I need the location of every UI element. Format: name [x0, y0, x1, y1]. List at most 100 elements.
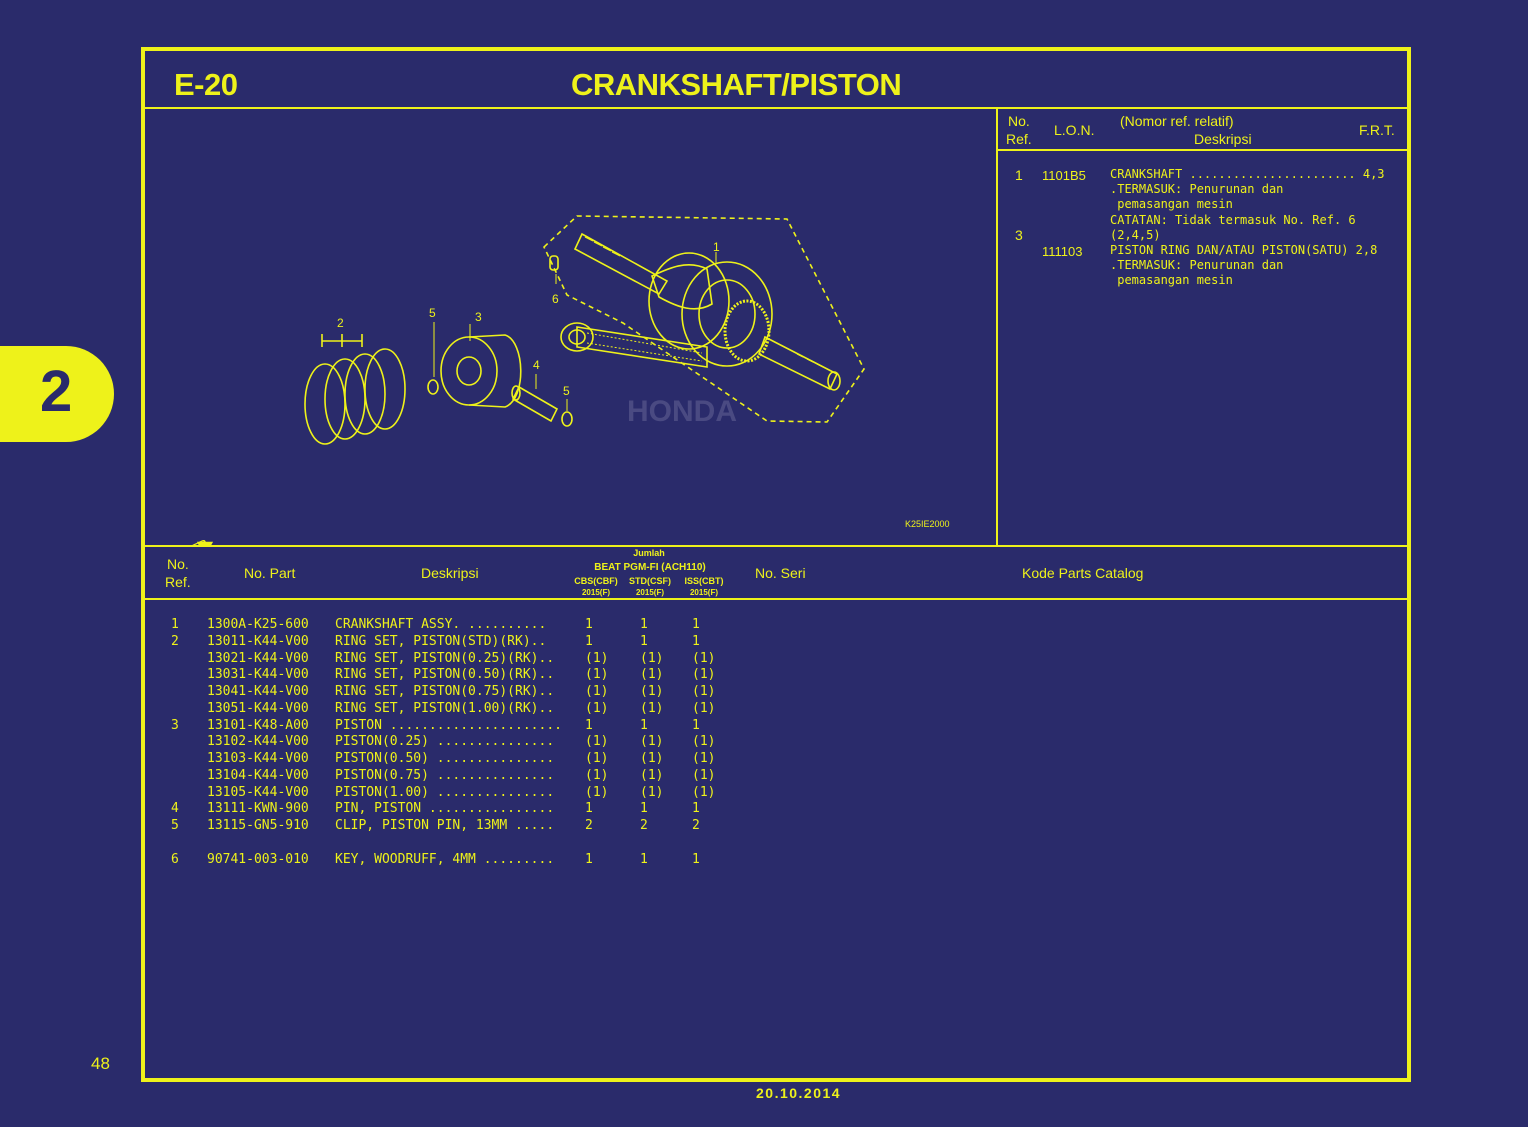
- qty-std: 1: [640, 801, 648, 817]
- table-row: 13051-K44-V00 RING SET, PISTON(1.00)(RK).…: [145, 701, 845, 717]
- parts-ref: 6: [171, 851, 179, 867]
- qty-iss: 1: [692, 801, 700, 817]
- qty-iss: (1): [692, 784, 716, 800]
- header-divider: [145, 107, 1407, 109]
- qty-std: 2: [640, 818, 648, 833]
- variant-name: ISS(CBT): [684, 576, 724, 586]
- ref-col-frt: F.R.T.: [1359, 122, 1395, 138]
- callout-4: 4: [533, 358, 540, 372]
- qty-std: (1): [640, 784, 664, 800]
- page-number: 48: [91, 1054, 110, 1073]
- qty-iss: 1: [692, 617, 700, 632]
- ref-row-line: .TERMASUK: Penurunan dan: [1110, 258, 1284, 272]
- qty-cbs: (1): [585, 784, 609, 800]
- qty-cbs: 1: [585, 617, 593, 632]
- qty-std: 1: [640, 851, 648, 867]
- qty-cbs: (1): [585, 767, 609, 783]
- qty-iss: 1: [692, 633, 700, 649]
- part-description: PIN, PISTON ................: [335, 801, 555, 817]
- parts-col-kode: Kode Parts Catalog: [1022, 565, 1144, 581]
- qty-iss: (1): [692, 667, 716, 683]
- part-number: 13031-K44-V00: [207, 667, 309, 683]
- callout-1: 1: [713, 240, 720, 254]
- callout-3: 3: [475, 310, 482, 324]
- qty-std: (1): [640, 734, 664, 750]
- table-row: 13031-K44-V00 RING SET, PISTON(0.50)(RK).…: [145, 667, 845, 683]
- piston-illustration: [440, 334, 522, 408]
- parts-col-no: No.: [167, 556, 189, 572]
- qty-std: 1: [640, 717, 648, 733]
- part-description: PISTON ......................: [335, 717, 562, 733]
- section-code: E-20: [174, 67, 238, 102]
- part-number: 13101-K48-A00: [207, 717, 309, 733]
- part-description: CLIP, PISTON PIN, 13MM .....: [335, 818, 555, 833]
- ref-header-divider: [998, 149, 1407, 151]
- table-row: 3 13101-K48-A00 PISTON ...................…: [145, 718, 845, 734]
- variant-year: 2015(F): [689, 588, 718, 597]
- qty-cbs: (1): [585, 751, 609, 766]
- part-number: 13103-K44-V00: [207, 751, 309, 766]
- qty-iss: (1): [692, 684, 716, 699]
- ref-row-line: pemasangan mesin: [1110, 197, 1233, 211]
- part-number: 90741-003-010: [207, 851, 309, 867]
- qty-std: (1): [640, 751, 664, 766]
- parts-col-part: No. Part: [244, 565, 296, 581]
- part-number: 13102-K44-V00: [207, 734, 309, 750]
- part-description: RING SET, PISTON(1.00)(RK)..: [335, 700, 555, 716]
- page-title: CRANKSHAFT/PISTON: [571, 67, 902, 102]
- part-description: PISTON(1.00) ...............: [335, 784, 555, 800]
- parts-top-divider: [145, 545, 1407, 547]
- qty-cbs: 1: [585, 801, 593, 817]
- piston-pin-clip: [427, 379, 439, 395]
- parts-col-no-seri: No. Seri: [755, 565, 806, 581]
- part-description: RING SET, PISTON(0.50)(RK)..: [335, 667, 555, 683]
- part-number: 13041-K44-V00: [207, 684, 309, 699]
- qty-std: 1: [640, 617, 648, 632]
- parts-diagram: HONDA 1 2 3 4 5 5 6 FR. K25IE2000: [191, 215, 950, 545]
- qty-cbs: 1: [585, 717, 593, 733]
- ref-col-no: No.: [1008, 113, 1030, 129]
- part-number: 13115-GN5-910: [207, 818, 309, 833]
- callout-5b: 5: [563, 384, 570, 398]
- qty-std: (1): [640, 700, 664, 716]
- qty-iss: (1): [692, 767, 716, 783]
- part-number: 13111-KWN-900: [207, 801, 309, 817]
- qty-iss: (1): [692, 700, 716, 716]
- part-number: 1300A-K25-600: [207, 617, 309, 632]
- qty-std: 1: [640, 633, 648, 649]
- part-description: RING SET, PISTON(0.25)(RK)..: [335, 650, 555, 666]
- part-number: 13051-K44-V00: [207, 700, 309, 716]
- parts-ref: 3: [171, 717, 179, 733]
- qty-iss: (1): [692, 751, 716, 766]
- part-description: PISTON(0.75) ...............: [335, 767, 555, 783]
- piston-pin-clip: [561, 411, 573, 427]
- qty-cbs: (1): [585, 684, 609, 699]
- woodruff-key: [549, 255, 559, 271]
- ref-panel-divider: [996, 109, 998, 547]
- ref-row-lon: 111103: [1042, 244, 1083, 259]
- qty-cbs: (1): [585, 700, 609, 716]
- variant-name: STD(CSF): [629, 576, 671, 586]
- ref-row-line: CRANKSHAFT ....................... 4,3: [1110, 167, 1385, 181]
- part-description: PISTON(0.25) ...............: [335, 734, 555, 750]
- parts-ref: 2: [171, 633, 179, 649]
- part-description: CRANKSHAFT ASSY. ..........: [335, 617, 547, 632]
- honda-watermark: HONDA: [627, 395, 737, 428]
- crankshaft-illustration: [560, 232, 841, 391]
- table-row: 6 90741-003-010 KEY, WOODRUFF, 4MM .......…: [145, 852, 845, 868]
- qty-std: (1): [640, 684, 664, 699]
- parts-ref: 1: [171, 617, 179, 632]
- part-description: KEY, WOODRUFF, 4MM .........: [335, 851, 555, 867]
- catalog-frame: E-20 CRANKSHAFT/PISTON No. Ref. L.O.N. (…: [141, 47, 1411, 1082]
- parts-col-ref: Ref.: [165, 574, 191, 590]
- ref-row-no: 3: [1015, 227, 1023, 243]
- variant-year: 2015(F): [581, 588, 610, 597]
- callout-5: 5: [429, 306, 436, 320]
- variant-name: CBS(CBF): [574, 576, 618, 586]
- qty-iss: (1): [692, 734, 716, 750]
- ref-row-line: CATATAN: Tidak termasuk No. Ref. 6: [1110, 213, 1356, 227]
